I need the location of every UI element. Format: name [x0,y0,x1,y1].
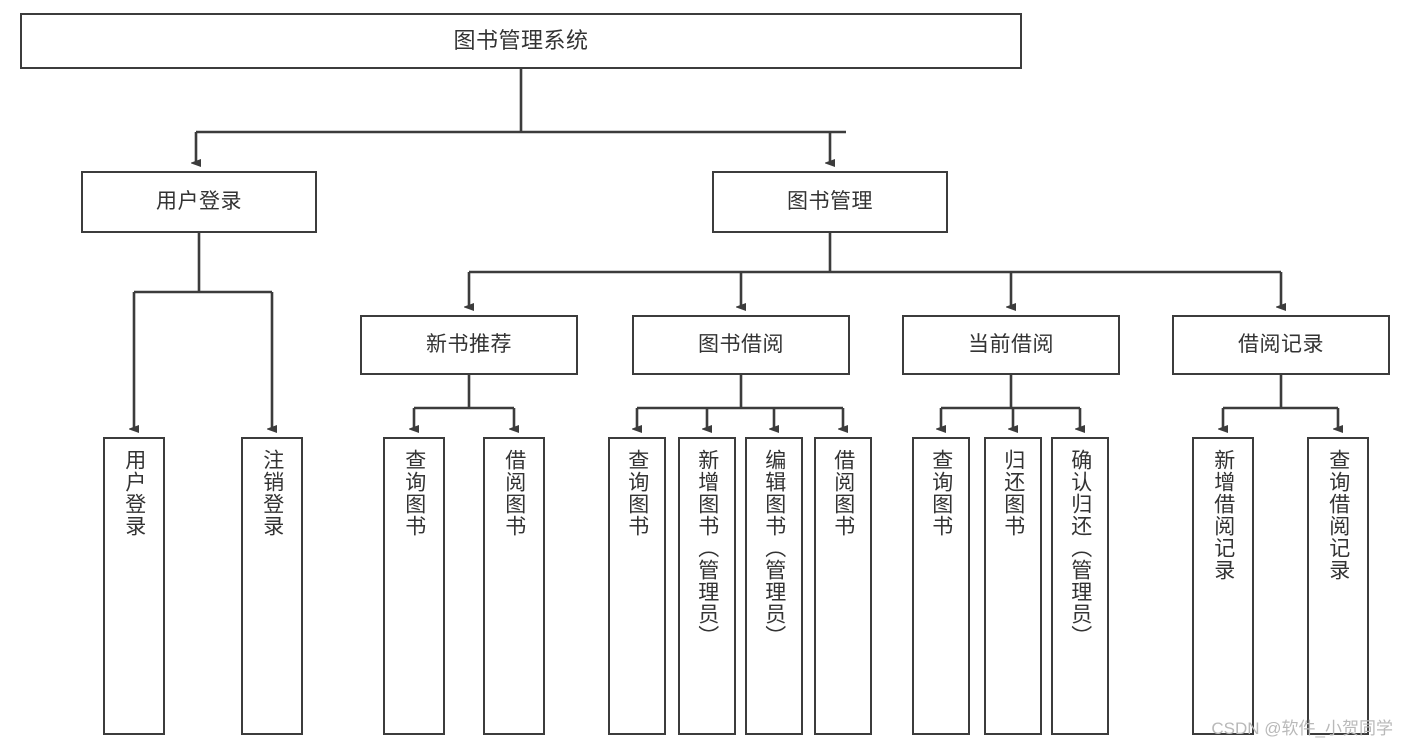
node-leaf-query-book-2[interactable]: 查询图书 [608,437,666,735]
node-current-borrow-label: 当前借阅 [968,332,1054,356]
node-user-login-label: 用户登录 [156,189,242,213]
node-leaf-edit-book-label: 编辑图书（管理员） [762,449,786,647]
node-leaf-query-book-3-label: 查询图书 [929,449,953,537]
node-leaf-user-login[interactable]: 用户登录 [103,437,165,735]
node-new-book-recommend[interactable]: 新书推荐 [360,315,578,375]
node-root-system[interactable]: 图书管理系统 [20,13,1022,69]
node-leaf-return-book-label: 归还图书 [1001,449,1025,537]
node-user-login[interactable]: 用户登录 [81,171,317,233]
node-leaf-user-login-label: 用户登录 [122,449,146,537]
node-borrow-record[interactable]: 借阅记录 [1172,315,1390,375]
node-leaf-query-record-label: 查询借阅记录 [1326,449,1350,581]
node-leaf-query-book-1-label: 查询图书 [402,449,426,537]
node-current-borrow[interactable]: 当前借阅 [902,315,1120,375]
node-leaf-add-record-label: 新增借阅记录 [1211,449,1235,581]
node-new-book-recommend-label: 新书推荐 [426,332,512,356]
node-leaf-confirm-return-label: 确认归还（管理员） [1068,449,1092,647]
node-leaf-query-record[interactable]: 查询借阅记录 [1307,437,1369,735]
node-root-system-label: 图书管理系统 [453,28,589,54]
node-book-manage[interactable]: 图书管理 [712,171,948,233]
node-leaf-query-book-1[interactable]: 查询图书 [383,437,445,735]
node-leaf-return-book[interactable]: 归还图书 [984,437,1042,735]
node-leaf-query-book-3[interactable]: 查询图书 [912,437,970,735]
node-leaf-add-book-label: 新增图书（管理员） [695,449,719,647]
node-book-borrow[interactable]: 图书借阅 [632,315,850,375]
node-leaf-user-logout-label: 注销登录 [260,449,284,537]
node-leaf-query-book-2-label: 查询图书 [625,449,649,537]
node-leaf-user-logout[interactable]: 注销登录 [241,437,303,735]
node-leaf-borrow-book-2-label: 借阅图书 [831,449,855,537]
node-leaf-borrow-book-1[interactable]: 借阅图书 [483,437,545,735]
node-leaf-confirm-return[interactable]: 确认归还（管理员） [1051,437,1109,735]
node-leaf-add-record[interactable]: 新增借阅记录 [1192,437,1254,735]
node-borrow-record-label: 借阅记录 [1238,332,1324,356]
node-book-borrow-label: 图书借阅 [698,332,784,356]
node-leaf-borrow-book-1-label: 借阅图书 [502,449,526,537]
node-leaf-borrow-book-2[interactable]: 借阅图书 [814,437,872,735]
node-book-manage-label: 图书管理 [787,189,873,213]
node-leaf-add-book[interactable]: 新增图书（管理员） [678,437,736,735]
watermark-text: CSDN @软件_小贺同学 [1211,719,1393,738]
node-leaf-edit-book[interactable]: 编辑图书（管理员） [745,437,803,735]
